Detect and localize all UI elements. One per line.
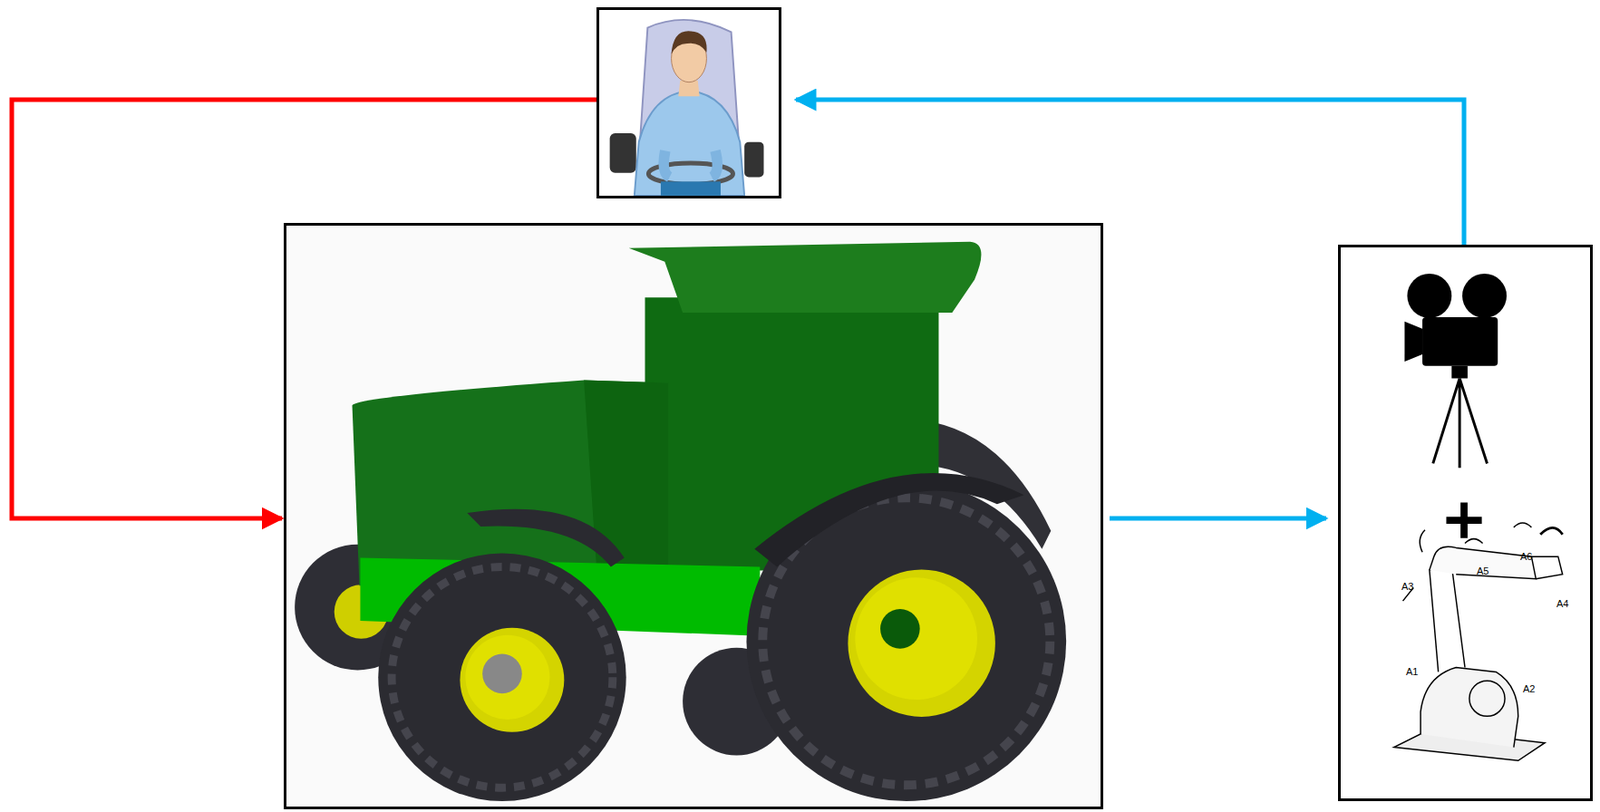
diagram-box: A6A5A3A4A1A2 xyxy=(1338,244,1593,802)
diagram-box xyxy=(283,223,1104,810)
camera-robot-illustration xyxy=(1340,247,1591,799)
diagram-box xyxy=(596,7,782,199)
driver-illustration xyxy=(599,9,779,196)
tractor-illustration xyxy=(286,225,1101,807)
axis-label: A5 xyxy=(1476,566,1489,577)
axis-label: A1 xyxy=(1406,667,1418,678)
axis-label: A2 xyxy=(1522,684,1535,695)
axis-label: A4 xyxy=(1556,599,1569,610)
axis-label: A6 xyxy=(1520,552,1533,563)
flow-arrow xyxy=(795,99,1465,245)
axis-label: A3 xyxy=(1401,581,1414,592)
flow-arrow xyxy=(1109,516,1327,522)
flow-arrow xyxy=(11,99,597,519)
